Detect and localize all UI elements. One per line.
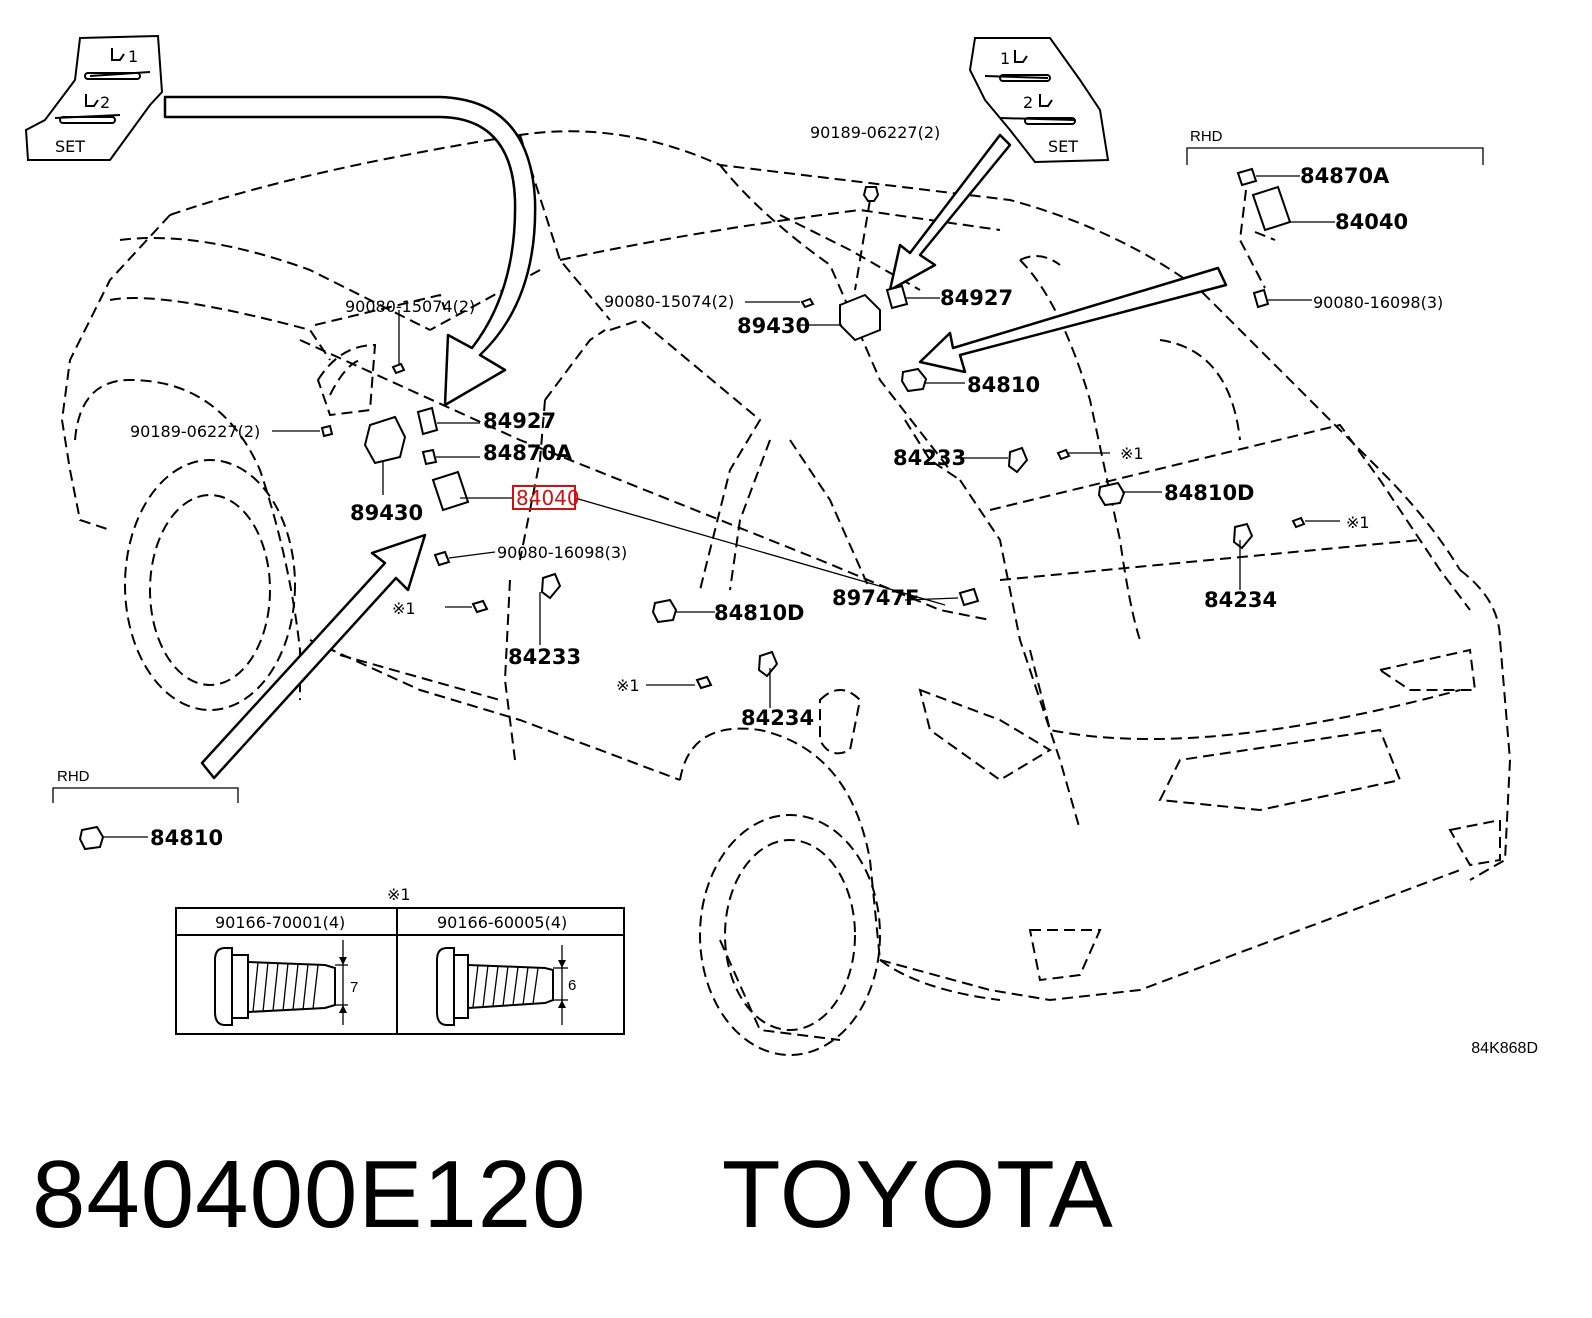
callout-89430-mid: 89430	[737, 314, 810, 338]
rhd-label-left: RHD	[57, 768, 90, 785]
bolt-icon	[695, 675, 713, 690]
switch-icon	[78, 825, 105, 851]
fastener-table: ※1 90166-70001(4) 90166-60005(4) 7	[175, 885, 625, 1035]
bolt-icon	[471, 599, 489, 614]
brand-name: TOYOTA	[721, 1141, 1114, 1248]
callout-84233-right: 84233	[893, 446, 966, 470]
rhd-label-right: RHD	[1190, 128, 1223, 145]
sensor-module-icon	[839, 293, 881, 342]
callout-90189-06227-top: 90189-06227(2)	[810, 123, 940, 142]
seat-button-1-label: 1	[128, 47, 138, 66]
callout-star1: ※1	[392, 599, 416, 618]
arrow-curved-left	[163, 95, 537, 407]
pointer-arrows	[163, 95, 1228, 780]
seat-switch-icon	[431, 470, 470, 512]
callout-84927-left: 84927	[483, 409, 556, 433]
seat-switch-icon	[1251, 185, 1292, 232]
table-header-90166-60005: 90166-60005(4)	[437, 913, 567, 932]
switch-icon	[900, 367, 928, 393]
bolt-icon	[1291, 516, 1306, 529]
seat-icon	[85, 94, 99, 107]
dimension-6: 6	[568, 977, 576, 994]
dimension-7: 7	[350, 979, 358, 996]
part-icons	[78, 167, 1306, 851]
set-button-label: SET	[1048, 137, 1078, 156]
bolt-icon	[391, 362, 406, 375]
callout-84234-mid: 84234	[741, 706, 814, 730]
screw-icon: 7	[214, 940, 358, 1026]
callout-84810-left: 84810	[150, 826, 223, 850]
callout-90189-06227-left: 90189-06227(2)	[130, 422, 260, 441]
sensor-module-icon	[363, 415, 407, 465]
callout-84810d-right: 84810D	[1164, 481, 1255, 505]
highlight-box	[512, 485, 576, 510]
table-note: ※1	[387, 885, 411, 904]
callout-89430-left: 89430	[350, 501, 423, 525]
callout-90080-16098-left: 90080-16098(3)	[497, 543, 627, 562]
callout-84810d-mid: 84810D	[714, 601, 805, 625]
connector-icon	[1236, 167, 1258, 187]
bolt-icon	[800, 297, 815, 309]
vehicle-outline	[60, 130, 1512, 1056]
clip-icon	[320, 424, 334, 438]
callout-star1: ※1	[616, 676, 640, 695]
callout-84040-right: 84040	[1335, 210, 1408, 234]
seat-button-2-label: 2	[1023, 93, 1033, 112]
callout-89747f: 89747F	[832, 586, 919, 610]
callout-84870a-left: 84870A	[483, 441, 573, 465]
switch-icon	[651, 598, 678, 624]
footer-title: 840400E120 TOYOTA	[32, 1140, 1114, 1250]
callout-star1: ※1	[1120, 444, 1144, 463]
connector-icon	[421, 448, 438, 466]
callout-star1: ※1	[1346, 513, 1370, 532]
switch-icon	[1097, 481, 1126, 507]
set-button-label: SET	[55, 137, 85, 156]
seat-icon	[111, 48, 125, 61]
bolt-icon	[433, 550, 451, 567]
bracket-icon	[540, 572, 562, 600]
callout-90080-16098-right: 90080-16098(3)	[1313, 293, 1443, 312]
arrow-top-right	[888, 133, 1012, 292]
callout-labels: 90189-06227(2) 90080-15074(2) 90080-1507…	[57, 123, 1443, 850]
callout-84040-left-highlighted[interactable]: 84040	[516, 486, 580, 510]
arrow-bottom-left	[200, 533, 427, 780]
seat-icon	[1039, 94, 1053, 107]
bracket-icon	[1232, 522, 1254, 550]
connector-icon	[416, 406, 439, 436]
callout-84870a-right: 84870A	[1300, 164, 1390, 188]
bolt-icon	[1056, 448, 1071, 461]
arrow-right	[918, 266, 1228, 374]
seat-icon	[1014, 50, 1028, 63]
clip-icon	[862, 186, 880, 202]
callout-84233-left: 84233	[508, 645, 581, 669]
bracket-icon	[757, 650, 779, 678]
seat-memory-switch-left: 1 2 SET	[24, 34, 164, 161]
part-number: 840400E120	[32, 1141, 587, 1248]
connector-icon	[885, 284, 909, 310]
callout-90080-15074-mid: 90080-15074(2)	[604, 292, 734, 311]
table-header-90166-70001: 90166-70001(4)	[215, 913, 345, 932]
callout-84810-mid: 84810	[967, 373, 1040, 397]
seat-button-1-label: 1	[1000, 49, 1010, 68]
bolt-icon	[1252, 288, 1270, 309]
callout-84234-right: 84234	[1204, 588, 1277, 612]
bracket-icon	[1007, 446, 1029, 474]
callout-90080-15074-left: 90080-15074(2)	[345, 297, 475, 316]
screw-icon: 6	[436, 945, 576, 1026]
callout-84927-mid: 84927	[940, 286, 1013, 310]
seat-memory-switch-right: 1 2 SET	[968, 37, 1110, 164]
sensor-icon	[958, 587, 980, 607]
seat-button-2-label: 2	[100, 93, 110, 112]
leader-lines	[52, 147, 1484, 838]
diagram-code: 84K868D	[1471, 1040, 1538, 1057]
